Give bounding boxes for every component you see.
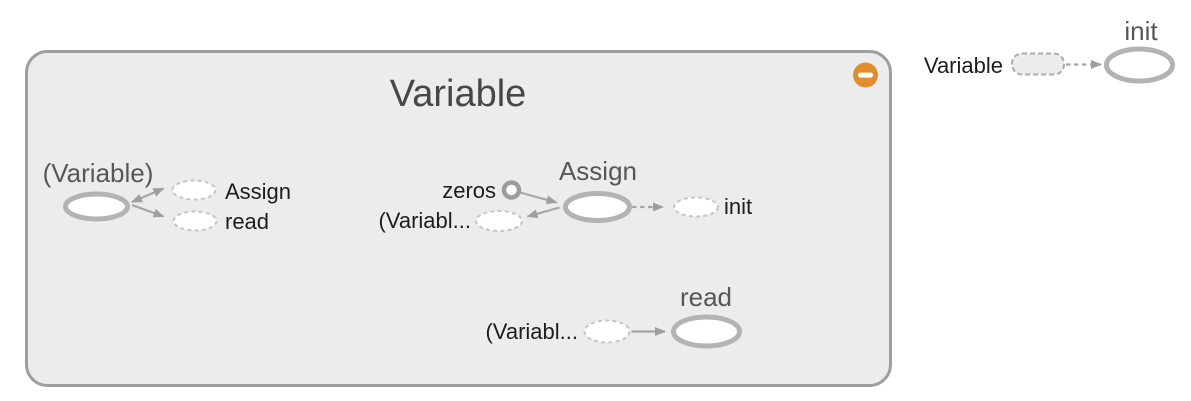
edge-variable-read [131,203,165,218]
minus-icon [858,72,873,78]
variable-metanode[interactable]: Variable [25,50,892,387]
read-proxy-label: read [225,209,269,234]
cluster-init-external: init Variable [924,16,1175,84]
init-proxy-node[interactable] [673,196,719,218]
metanode-title: Variable [390,73,527,115]
metanode-box[interactable] [25,50,892,387]
edge-zeros-assign [519,191,558,205]
zeros-label: zeros [442,178,496,203]
variable-proxy-label-2: (Variabl... [485,319,578,344]
read-proxy-node[interactable] [172,210,218,232]
assign-proxy-node[interactable] [171,179,217,201]
assign-op-title: Assign [559,156,637,186]
variable-op-title: (Variable) [43,158,154,188]
cluster-assign-op: Assign zeros (Variabl... init [378,156,752,233]
variable-metanode-proxy[interactable] [1011,52,1065,76]
edge-variable-assign [131,187,165,204]
variable-metanode-proxy-label: Variable [924,53,1003,78]
read-op-title: read [680,282,732,312]
edge-assign-variable [526,206,560,219]
assign-op-node[interactable] [563,191,632,223]
collapse-button[interactable] [853,62,878,88]
assign-proxy-label: Assign [225,179,291,204]
init-proxy-label: init [724,194,752,219]
init-op-title: init [1124,16,1158,46]
zeros-const-node[interactable] [501,180,522,200]
variable-proxy-node-2[interactable] [583,319,631,344]
variable-proxy-label: (Variabl... [378,208,471,233]
variable-proxy-node[interactable] [475,210,523,232]
variable-op-node[interactable] [63,191,130,222]
cluster-read-op: read (Variabl... [485,282,742,349]
init-op-node[interactable] [1104,46,1175,84]
read-op-node[interactable] [671,314,742,349]
cluster-variable-op: (Variable) Assign read [43,158,291,234]
